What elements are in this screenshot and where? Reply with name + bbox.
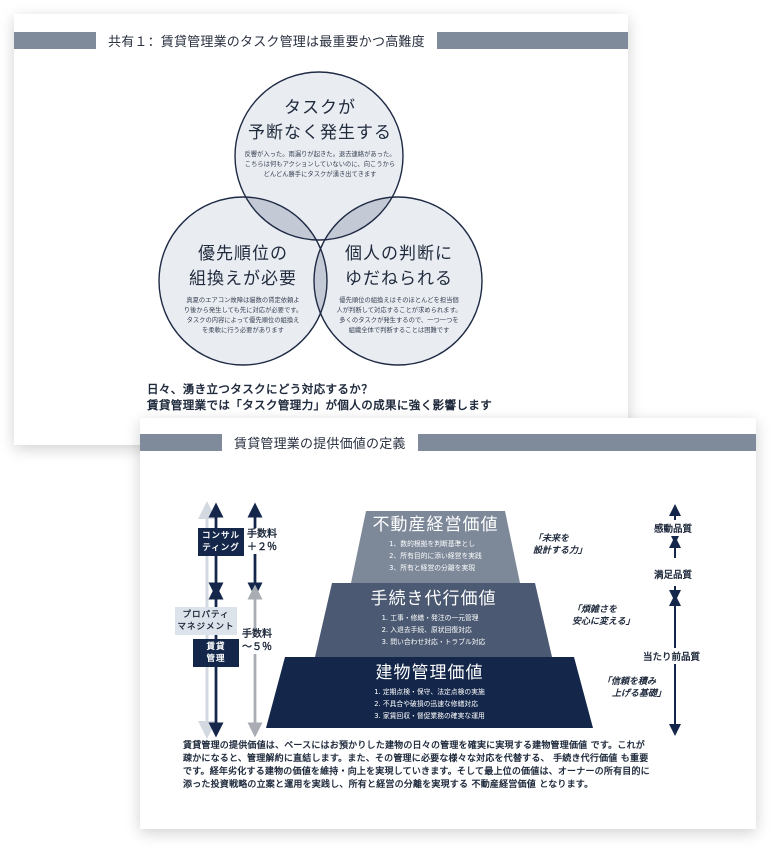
venn-left-heading-1: 優先順位の — [198, 244, 288, 264]
fee2-line-1: 手数料 — [242, 629, 272, 640]
venn-right-desc-4: 組織全体で判断することは困難です — [348, 327, 450, 334]
title-bar-right-accent — [417, 434, 756, 451]
fee1-line-2: ＋２％ — [247, 542, 277, 553]
venn-circle-right — [314, 197, 482, 365]
consulting-line-1: コンサル — [201, 531, 240, 541]
venn-left-heading-2: 組換えが必要 — [189, 269, 297, 289]
quote-middle-line-2: 安心に変える」 — [572, 617, 635, 627]
pyramid-tier-top — [351, 511, 520, 583]
fee2-line-2: ～５％ — [242, 642, 272, 653]
tier-top-title: 不動産経営価値 — [372, 515, 499, 535]
quote-top: 「未来を 設計する力」 — [533, 533, 587, 557]
tier-top-item-3: 3、所有と経営の分離を実現 — [389, 564, 476, 572]
quote-top-line-1: 「未来を — [533, 534, 570, 544]
tier-middle-item-3: 3. 問い合わせ対応・トラブル対応 — [381, 638, 486, 646]
venn-right-desc-3: 多くのタスクが発生するので、一つ一つを — [339, 317, 459, 324]
rental-management-box: 賃貸 管理 — [193, 639, 239, 667]
title-bar-right-accent — [436, 32, 628, 49]
title-bar-left-accent — [14, 32, 96, 49]
tier-real-estate-management-value: 不動産経営価値 1、数的根拠を判断基準とし 2、所有目的に添い経営を実践 3、所… — [351, 514, 520, 574]
tier-top-item-2: 2、所有目的に添い経営を実践 — [389, 552, 482, 560]
venn-right-label: 個人の判断に ゆだねられる 優先順位の組換えはそのほとんどを担当個 人が判断して… — [319, 242, 479, 336]
venn-top-heading-1: タスクが — [284, 98, 356, 118]
quote-middle: 「煩雑さを 安心に変える」 — [572, 604, 635, 628]
fee-up-to-5-label: 手数料 ～５％ — [242, 628, 272, 654]
slide2-desc-line-2: 疎かになると、管理解約に直結します。また、その管理に必要な様々な対応を代替する、… — [183, 754, 649, 764]
venn-left-desc-2: り後から発生しても先に対応が必要です。 — [183, 307, 303, 314]
slide-task-management: 共有１：賃貸管理業のタスク管理は最重要かつ高難度 タスクが 予断なく発生する 反… — [14, 14, 628, 445]
slide2-title-bar: 賃貸管理業の提供価値の定義 — [140, 434, 756, 452]
title-bar-left-accent — [140, 434, 222, 451]
venn-left-desc-3: タスクの内容によって優先順位の組換え — [186, 317, 300, 324]
quote-bottom: 「信頼を積み 上げる基礎」 — [602, 676, 666, 700]
slide1-title: 共有１：賃貸管理業のタスク管理は最重要かつ高難度 — [108, 35, 425, 50]
rental-line-1: 賃貸 — [206, 642, 226, 652]
venn-left-desc-4: を柔軟に行う必要があります — [202, 327, 284, 334]
venn-circle-left — [159, 197, 327, 365]
slide1-footer-line-1: 日々、湧き立つタスクにどう対応するか？ — [147, 382, 374, 396]
quality-satisfaction: 満足品質 — [654, 566, 693, 582]
venn-right-desc-1: 優先順位の組換えはそのほとんどを担当個 — [339, 297, 459, 304]
venn-left-label: 優先順位の 組換えが必要 真夏のエアコン故障は貓数の賃定依頼よ り後から発生して… — [163, 242, 323, 336]
slide1-footer: 日々、湧き立つタスクにどう対応するか？ 賃貸管理業では「タスク管理力」が個人の成… — [147, 381, 492, 413]
venn-top-label: タスクが 予断なく発生する 反響が入った。雨漏りが起きた。退去連絡があった。 こ… — [230, 96, 410, 180]
tier-bottom-item-1: 1. 定期点検・保守、法定点検の実施 — [374, 688, 485, 696]
pm-line-2: マネジメント — [177, 622, 235, 632]
venn-top-desc-2: こちらは何もアクションしていないのに、向こうから — [244, 161, 396, 168]
tier-procedure-agency-value: 手続き代行価値 1. 工事・修繕・発注の一元管理 2. 入退去手続、原状回復対応… — [315, 588, 552, 648]
tier-bottom-item-3: 3. 家賃回収・督促業務の確実な運用 — [374, 712, 485, 720]
slide2-description: 賃貸管理の提供価値は、ベースにはお預かりした建物の日々の管理を確実に実現する建物… — [183, 740, 733, 792]
tier-middle-item-2: 2. 入退去手続、原状回復対応 — [381, 626, 472, 634]
rental-line-2: 管理 — [206, 654, 226, 664]
venn-top-desc-3: どんどん勝手にタスクが湧き出てきます — [263, 171, 377, 178]
quality-delight: 感動品質 — [654, 520, 693, 536]
quality-basic: 当たり前品質 — [643, 648, 701, 664]
tier-middle-title: 手続き代行価値 — [370, 589, 497, 609]
tier-top-item-1: 1、数的根拠を判断基準とし — [389, 540, 476, 548]
tier-middle-item-1: 1. 工事・修繕・発注の一元管理 — [381, 614, 479, 622]
consulting-line-2: ティング — [202, 543, 240, 553]
tier-bottom-title: 建物管理価値 — [375, 663, 484, 683]
tier-bottom-item-2: 2. 不具合や破損の迅速な修繕対応 — [374, 700, 478, 708]
consulting-box: コンサル ティング — [198, 528, 244, 556]
tier-building-management-value: 建物管理価値 1. 定期点検・保守、法定点検の実施 2. 不具合や破損の迅速な修… — [266, 662, 593, 722]
value-diagram-graphics — [198, 501, 681, 739]
fee-plus-2-label: 手数料 ＋２％ — [247, 528, 277, 554]
slide-value-definition: 賃貸管理業の提供価値の定義 — [140, 418, 756, 829]
quote-middle-line-1: 「煩雑さを — [572, 605, 618, 615]
venn-right-desc-2: 人が判断して対応することが求められます。 — [336, 307, 462, 314]
venn-top-desc-1: 反響が入った。雨漏りが起きた。退去連絡があった。 — [244, 151, 396, 158]
venn-left-desc-1: 真夏のエアコン故障は貓数の賃定依頼よ — [186, 297, 300, 304]
quote-bottom-line-1: 「信頼を積み — [602, 677, 657, 687]
slide2-desc-line-1: 賃貸管理の提供価値は、ベースにはお預かりした建物の日々の管理を確実に実現する建物… — [183, 741, 645, 751]
venn-circle-top — [235, 72, 403, 240]
slide2-desc-line-4: 添った投資戦略の立案と運用を実践し、所有と経営の分離を実現する 不動産経営価値 … — [183, 780, 594, 790]
fee1-line-1: 手数料 — [247, 529, 277, 540]
property-management-box: プロパティ マネジメント — [175, 607, 237, 635]
pyramid-tier-middle — [315, 583, 552, 657]
quote-top-line-2: 設計する力」 — [533, 546, 588, 556]
venn-top-heading-2: 予断なく発生する — [248, 123, 392, 143]
quote-bottom-line-2: 上げる基礎」 — [612, 689, 667, 699]
venn-right-heading-1: 個人の判断に — [345, 244, 453, 264]
pm-line-1: プロパティ — [182, 610, 230, 620]
venn-right-heading-2: ゆだねられる — [345, 269, 453, 289]
slide2-title: 賃貸管理業の提供価値の定義 — [234, 437, 406, 452]
pyramid-tier-bottom — [266, 657, 593, 728]
venn-diagram — [158, 71, 483, 366]
slide1-footer-line-2: 賃貸管理業では「タスク管理力」が個人の成果に強く影響します — [147, 398, 493, 412]
slide1-title-bar: 共有１：賃貸管理業のタスク管理は最重要かつ高難度 — [14, 32, 628, 50]
slide2-desc-line-3: です。経年劣化する建物の価値を維持・向上を実現していきます。そして最上位の価値は… — [183, 767, 650, 777]
